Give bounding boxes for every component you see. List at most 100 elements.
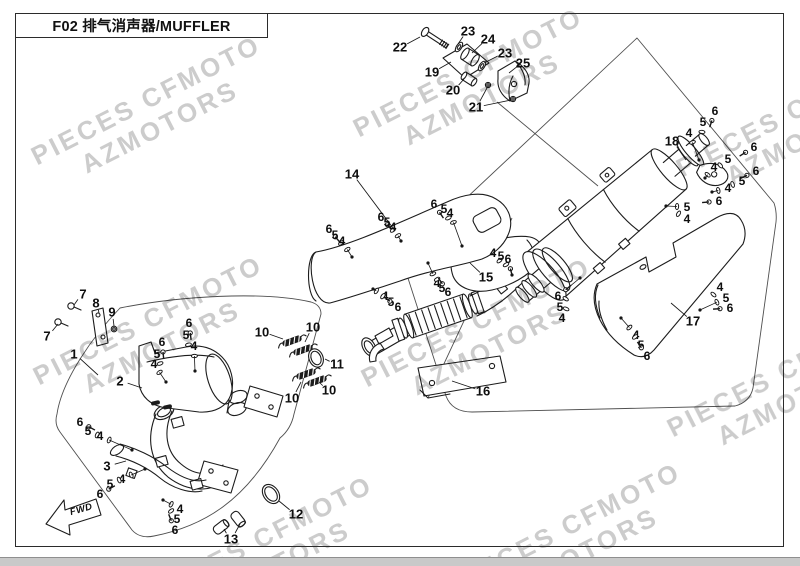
leader-line — [109, 439, 133, 451]
muffler-body — [515, 133, 729, 303]
bolt-point — [350, 255, 354, 259]
callout-label: 16 — [476, 384, 490, 399]
leader-line — [427, 262, 434, 275]
leader-line — [676, 146, 687, 161]
rubber-mount-13 — [212, 510, 247, 535]
callout-label: 25 — [516, 56, 530, 71]
bolt-icon — [383, 296, 391, 302]
washer-icon — [389, 227, 397, 233]
callout-label: 15 — [479, 270, 493, 285]
callout-label: 7 — [43, 329, 50, 344]
callout-label: 22 — [393, 40, 407, 55]
bolt-icon — [334, 236, 341, 243]
leader-line — [453, 222, 463, 247]
leader-line — [565, 277, 581, 290]
callout-label: 6 — [395, 300, 402, 314]
bolt-icon — [189, 332, 192, 340]
callout-label: 6 — [644, 349, 651, 363]
washer-icon — [167, 508, 175, 514]
bolt-point — [710, 190, 714, 194]
washer-icon — [338, 240, 345, 246]
muffler-clip — [618, 237, 631, 251]
callout-label: 4 — [447, 206, 454, 220]
nut-9 — [110, 325, 118, 333]
callout-label: 4 — [339, 234, 346, 248]
callout-label: 4 — [390, 220, 397, 234]
spring — [303, 374, 332, 389]
callout-label: 6 — [716, 194, 723, 208]
washer-icon — [496, 257, 503, 264]
callout-label: 4 — [119, 472, 126, 486]
callout-label: 17 — [686, 314, 700, 329]
washer-icon — [502, 262, 510, 268]
leader-line — [670, 302, 688, 317]
bolt-point — [510, 273, 514, 277]
callout-label: 4 — [434, 276, 441, 290]
bolt-point — [698, 308, 702, 312]
bolt-icon — [636, 341, 642, 349]
callout-label: 5 — [332, 228, 339, 242]
callout-label: 4 — [191, 339, 198, 353]
callout-label: 6 — [445, 285, 452, 299]
leader-line — [620, 317, 630, 328]
muffler-inlet-stub — [515, 268, 551, 303]
callout-label: 13 — [224, 532, 238, 547]
callout-label: 4 — [490, 246, 497, 260]
callout-label: 5 — [439, 281, 446, 295]
callout-label: 6 — [431, 197, 438, 211]
page-border — [15, 13, 784, 547]
leader-line — [97, 309, 100, 314]
callout-label: 20 — [446, 83, 460, 98]
bolt-icon — [739, 151, 746, 157]
callout-label: 6 — [753, 164, 760, 178]
nut-21 — [484, 81, 492, 89]
leader-line — [79, 358, 99, 376]
bolt-icon — [438, 211, 445, 219]
muffler-clip — [592, 261, 606, 275]
pipe-hanger-hook — [368, 327, 394, 363]
tail-hanger-bracket — [696, 162, 729, 187]
washer-icon — [184, 342, 192, 347]
callout-label: 6 — [326, 222, 333, 236]
bolt-22 — [420, 26, 450, 50]
callout-label: 12 — [289, 507, 303, 522]
bracket-25 — [497, 60, 530, 102]
callout-label: 6 — [505, 252, 512, 266]
leader-line — [457, 36, 464, 45]
spring — [278, 334, 307, 349]
mount-bracket-8 — [91, 307, 109, 347]
nut-21 — [509, 95, 517, 103]
callout-label: 4 — [559, 311, 566, 325]
callout-label: 5 — [174, 512, 181, 526]
callout-label: 1 — [70, 347, 77, 362]
flange-plate — [243, 385, 284, 418]
spring — [289, 343, 318, 358]
bolt-point — [164, 380, 168, 384]
callout-label: 6 — [97, 487, 104, 501]
callout-label: 6 — [751, 140, 758, 154]
o-ring-gasket-12 — [261, 483, 281, 505]
bolt-point — [619, 316, 623, 320]
tail-pipe-18 — [662, 133, 729, 187]
leader-line — [127, 382, 143, 389]
washer-icon — [730, 181, 735, 188]
callout-label: 6 — [159, 335, 166, 349]
bushing-24 — [460, 47, 480, 67]
catalyst-section — [391, 290, 485, 342]
washer-icon — [116, 476, 122, 484]
leader-line — [508, 66, 517, 74]
callout-label: 8 — [92, 296, 99, 311]
leader-line — [112, 318, 115, 327]
callout-label: 6 — [172, 523, 179, 537]
callout-label: 5 — [684, 200, 691, 214]
sleeve-20 — [460, 71, 478, 87]
leader-line — [52, 323, 59, 332]
washer-icon — [631, 334, 639, 340]
bolt-point — [130, 448, 134, 452]
callout-label: 10 — [255, 325, 269, 340]
callout-label: 4 — [725, 181, 732, 195]
bolt-icon — [162, 351, 165, 359]
bolt-icon — [702, 201, 710, 204]
